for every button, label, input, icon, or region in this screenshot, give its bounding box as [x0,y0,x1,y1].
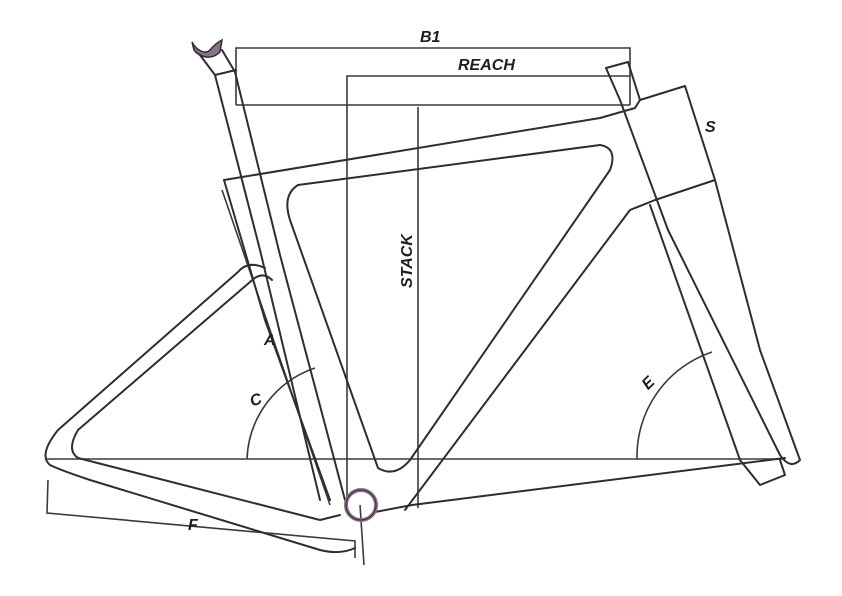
e-label: E [639,373,660,394]
fork [605,61,801,486]
main-frame [223,85,716,511]
c-angle-arc [246,367,316,460]
a-label: A [263,332,276,349]
seat-tube [199,49,346,501]
c-label: C [248,390,265,410]
f-dimension [46,479,356,558]
seatpost-clamp [191,38,223,58]
bb-center-line [359,504,365,566]
reach-dimension [346,75,630,510]
stack-label: STACK [399,233,416,288]
reach-label: REACH [458,57,515,74]
f-label: F [188,517,199,534]
rear-triangle [44,263,786,554]
bottom-bracket-outline [345,489,377,521]
b1-label: B1 [420,29,441,46]
s-label: S [705,119,716,136]
e-angle-arc [636,351,713,460]
